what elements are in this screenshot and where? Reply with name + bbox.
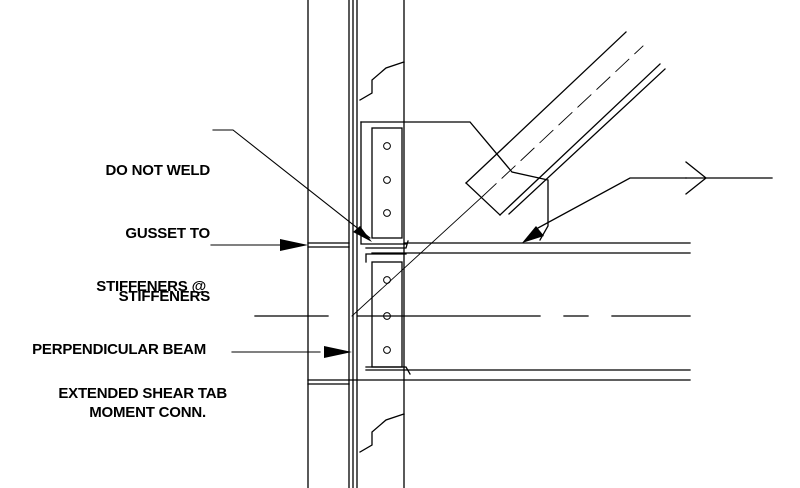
callout-do-not-weld: DO NOT WELD GUSSET TO STIFFENERS (105, 118, 211, 328)
weld-symbol (537, 161, 773, 229)
callout-line: DO NOT WELD (105, 162, 211, 179)
arrowheads (280, 226, 544, 358)
callout-stiffeners: STIFFENERS @ PERPENDICULAR BEAM MOMENT C… (32, 234, 206, 444)
shear-tab-upper (371, 127, 403, 239)
shear-tab-lower (371, 261, 403, 368)
callout-line: EXTENDED SHEAR TAB (58, 385, 227, 402)
callout-line: GUSSET TO (125, 225, 210, 242)
callout-line: STIFFENERS @ (96, 278, 206, 295)
column (307, 0, 405, 488)
column-break-lines (359, 61, 405, 453)
bolts (383, 142, 391, 354)
callout-line: PERPENDICULAR BEAM (32, 341, 206, 358)
beam (307, 242, 691, 385)
diagonal-brace (351, 31, 666, 317)
leader-lines (210, 129, 371, 353)
gusset-plate (360, 121, 549, 245)
callout-line: STIFFENERS (118, 288, 211, 305)
callout-extended-shear-tab: EXTENDED SHEAR TAB (58, 341, 227, 425)
callout-line: MOMENT CONN. (89, 404, 206, 421)
